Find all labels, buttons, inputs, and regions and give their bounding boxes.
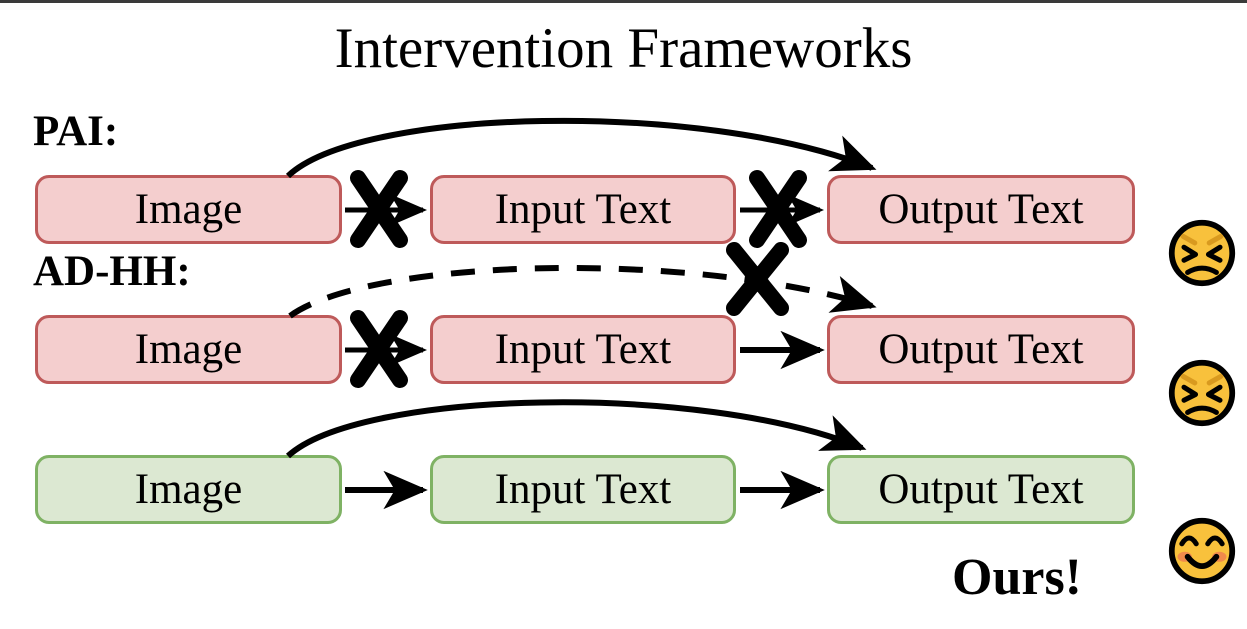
smiling-face-with-smiling-eyes-icon (1168, 517, 1236, 585)
node-pai-input-text[interactable]: Input Text (430, 175, 736, 244)
block-x-adhh-image-output (726, 242, 789, 316)
connector-pai-image-to-output-curve (285, 117, 877, 179)
confounded-face-icon (1168, 359, 1236, 427)
block-x-pai-input-output (749, 170, 807, 248)
ours-callout-label: Ours! (952, 549, 1082, 606)
top-rule (0, 0, 1247, 3)
node-ours-input-text[interactable]: Input Text (430, 455, 736, 524)
connector-ours-image-to-output-curve (285, 399, 867, 459)
node-pai-image[interactable]: Image (35, 175, 342, 244)
connector-adhh-image-to-output-dashed (288, 265, 877, 319)
block-x-pai-image-input (350, 170, 408, 248)
row-label-adhh: AD-HH: (33, 248, 191, 295)
block-x-adhh-image-input (350, 310, 408, 388)
node-ours-output-text[interactable]: Output Text (827, 455, 1135, 524)
row-label-pai: PAI: (33, 108, 119, 155)
node-adhh-image[interactable]: Image (35, 315, 342, 384)
node-adhh-input-text[interactable]: Input Text (430, 315, 736, 384)
node-pai-output-text[interactable]: Output Text (827, 175, 1135, 244)
confounded-face-icon (1168, 219, 1236, 287)
figure-title: Intervention Frameworks (334, 17, 913, 80)
node-adhh-output-text[interactable]: Output Text (827, 315, 1135, 384)
node-ours-image[interactable]: Image (35, 455, 342, 524)
